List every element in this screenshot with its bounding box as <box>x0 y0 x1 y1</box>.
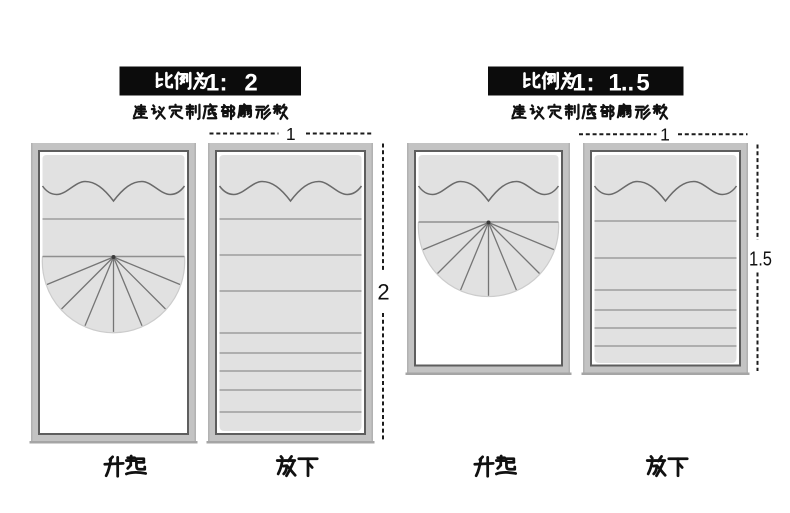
svg-text:2: 2 <box>244 70 257 97</box>
svg-text::: : <box>220 70 228 97</box>
svg-text:5: 5 <box>636 70 649 97</box>
svg-text:2: 2 <box>377 280 389 305</box>
svg-text::: : <box>587 70 595 97</box>
svg-text:1: 1 <box>286 124 296 144</box>
svg-text:1: 1 <box>572 70 585 97</box>
svg-text:1: 1 <box>660 124 670 144</box>
svg-text:1: 1 <box>206 70 219 97</box>
svg-text:1.5: 1.5 <box>749 249 772 271</box>
svg-text:..: .. <box>621 70 634 97</box>
svg-text:1: 1 <box>608 70 621 97</box>
